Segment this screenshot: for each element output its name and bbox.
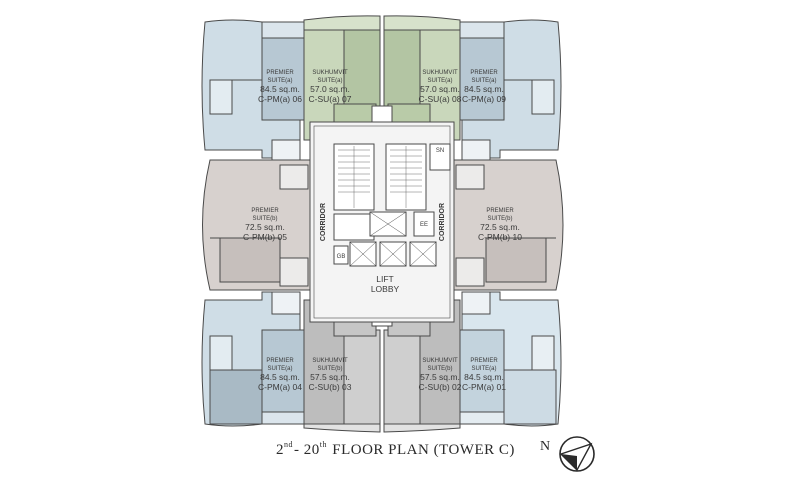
svg-text:SUITE(b): SUITE(b) bbox=[487, 216, 512, 222]
unit-c-pm-b-05[interactable] bbox=[202, 159, 311, 291]
lift-lobby-label-2: LOBBY bbox=[371, 284, 400, 294]
label-unit-04: PREMIER SUITE(a) 84.5 sq.m. C-PM(a) 04 bbox=[258, 358, 302, 392]
svg-text:SUITE(a): SUITE(a) bbox=[267, 366, 292, 372]
svg-text:72.5 sq.m.: 72.5 sq.m. bbox=[245, 222, 285, 232]
svg-text:PREMIER: PREMIER bbox=[266, 358, 294, 364]
svg-text:C-PM(a) 06: C-PM(a) 06 bbox=[258, 94, 302, 104]
svg-text:PREMIER: PREMIER bbox=[470, 70, 498, 76]
compass-icon bbox=[559, 436, 595, 472]
gb-label: GB bbox=[337, 254, 346, 260]
north-compass: N bbox=[540, 434, 600, 478]
sn-label: SN bbox=[436, 148, 444, 154]
label-unit-06: PREMIER SUITE(a) 84.5 sq.m. C-PM(a) 06 bbox=[258, 70, 302, 104]
svg-text:57.0 sq.m.: 57.0 sq.m. bbox=[310, 84, 350, 94]
svg-text:C-SU(a) 07: C-SU(a) 07 bbox=[309, 94, 352, 104]
svg-text:PREMIER: PREMIER bbox=[470, 358, 498, 364]
svg-text:84.5 sq.m.: 84.5 sq.m. bbox=[260, 372, 300, 382]
svg-text:57.5 sq.m.: 57.5 sq.m. bbox=[420, 372, 460, 382]
svg-text:C-SU(b) 02: C-SU(b) 02 bbox=[419, 382, 462, 392]
svg-text:C-PM(a) 04: C-PM(a) 04 bbox=[258, 382, 302, 392]
svg-text:57.0 sq.m.: 57.0 sq.m. bbox=[420, 84, 460, 94]
label-unit-05: PREMIER SUITE(b) 72.5 sq.m. C-PM(b) 05 bbox=[243, 208, 287, 242]
svg-text:SUITE(a): SUITE(a) bbox=[427, 78, 452, 84]
ee-label: EE bbox=[420, 222, 428, 228]
svg-text:SUITE(a): SUITE(a) bbox=[471, 366, 496, 372]
label-unit-08: SUKHUMVIT SUITE(a) 57.0 sq.m. C-SU(a) 08 bbox=[419, 70, 462, 104]
svg-text:PREMIER: PREMIER bbox=[486, 208, 514, 214]
unit-c-pm-a-06[interactable] bbox=[201, 19, 305, 163]
lift-lobby-label-1: LIFT bbox=[376, 274, 393, 284]
svg-text:84.5 sq.m.: 84.5 sq.m. bbox=[464, 84, 504, 94]
label-unit-07: SUKHUMVIT SUITE(a) 57.0 sq.m. C-SU(a) 07 bbox=[309, 70, 352, 104]
svg-text:SUITE(b): SUITE(b) bbox=[252, 216, 277, 222]
unit-c-pm-a-04[interactable] bbox=[201, 291, 305, 427]
svg-text:C-SU(a) 08: C-SU(a) 08 bbox=[419, 94, 462, 104]
label-unit-09: PREMIER SUITE(a) 84.5 sq.m. C-PM(a) 09 bbox=[462, 70, 506, 104]
unit-c-pm-a-01[interactable] bbox=[459, 291, 562, 427]
svg-text:57.5 sq.m.: 57.5 sq.m. bbox=[310, 372, 350, 382]
svg-text:C-SU(b) 03: C-SU(b) 03 bbox=[309, 382, 352, 392]
svg-text:SUKHUMVIT: SUKHUMVIT bbox=[422, 358, 458, 364]
label-unit-03: SUKHUMVIT SUITE(b) 57.5 sq.m. C-SU(b) 03 bbox=[309, 358, 352, 392]
svg-text:SUITE(a): SUITE(a) bbox=[471, 78, 496, 84]
svg-text:C-PM(a) 09: C-PM(a) 09 bbox=[462, 94, 506, 104]
svg-text:C-PM(b) 10: C-PM(b) 10 bbox=[478, 232, 522, 242]
svg-text:C-PM(a) 01: C-PM(a) 01 bbox=[462, 382, 506, 392]
svg-text:72.5 sq.m.: 72.5 sq.m. bbox=[480, 222, 520, 232]
svg-text:SUITE(a): SUITE(a) bbox=[267, 78, 292, 84]
label-unit-10: PREMIER SUITE(b) 72.5 sq.m. C-PM(b) 10 bbox=[478, 208, 522, 242]
corridor-label-left: CORRIDOR bbox=[320, 203, 327, 241]
core bbox=[309, 121, 455, 323]
svg-text:SUITE(b): SUITE(b) bbox=[427, 366, 452, 372]
svg-text:PREMIER: PREMIER bbox=[251, 208, 279, 214]
svg-text:SUITE(b): SUITE(b) bbox=[317, 366, 342, 372]
svg-text:84.5 sq.m.: 84.5 sq.m. bbox=[464, 372, 504, 382]
label-unit-02: SUKHUMVIT SUITE(b) 57.5 sq.m. C-SU(b) 02 bbox=[419, 358, 462, 392]
label-unit-01: PREMIER SUITE(a) 84.5 sq.m. C-PM(a) 01 bbox=[462, 358, 506, 392]
svg-text:SUKHUMVIT: SUKHUMVIT bbox=[422, 70, 458, 76]
svg-text:C-PM(b) 05: C-PM(b) 05 bbox=[243, 232, 287, 242]
north-label: N bbox=[540, 439, 551, 454]
corridor-label-right: CORRIDOR bbox=[439, 203, 446, 241]
svg-text:SUKHUMVIT: SUKHUMVIT bbox=[312, 358, 348, 364]
svg-text:84.5 sq.m.: 84.5 sq.m. bbox=[260, 84, 300, 94]
unit-c-pm-b-10[interactable] bbox=[453, 159, 564, 291]
unit-c-pm-a-09[interactable] bbox=[459, 19, 562, 163]
svg-text:SUKHUMVIT: SUKHUMVIT bbox=[312, 70, 348, 76]
svg-text:PREMIER: PREMIER bbox=[266, 70, 294, 76]
floor-plan-title: 2nd- 20th FLOOR PLAN (TOWER C) bbox=[276, 440, 515, 458]
svg-text:SUITE(a): SUITE(a) bbox=[317, 78, 342, 84]
